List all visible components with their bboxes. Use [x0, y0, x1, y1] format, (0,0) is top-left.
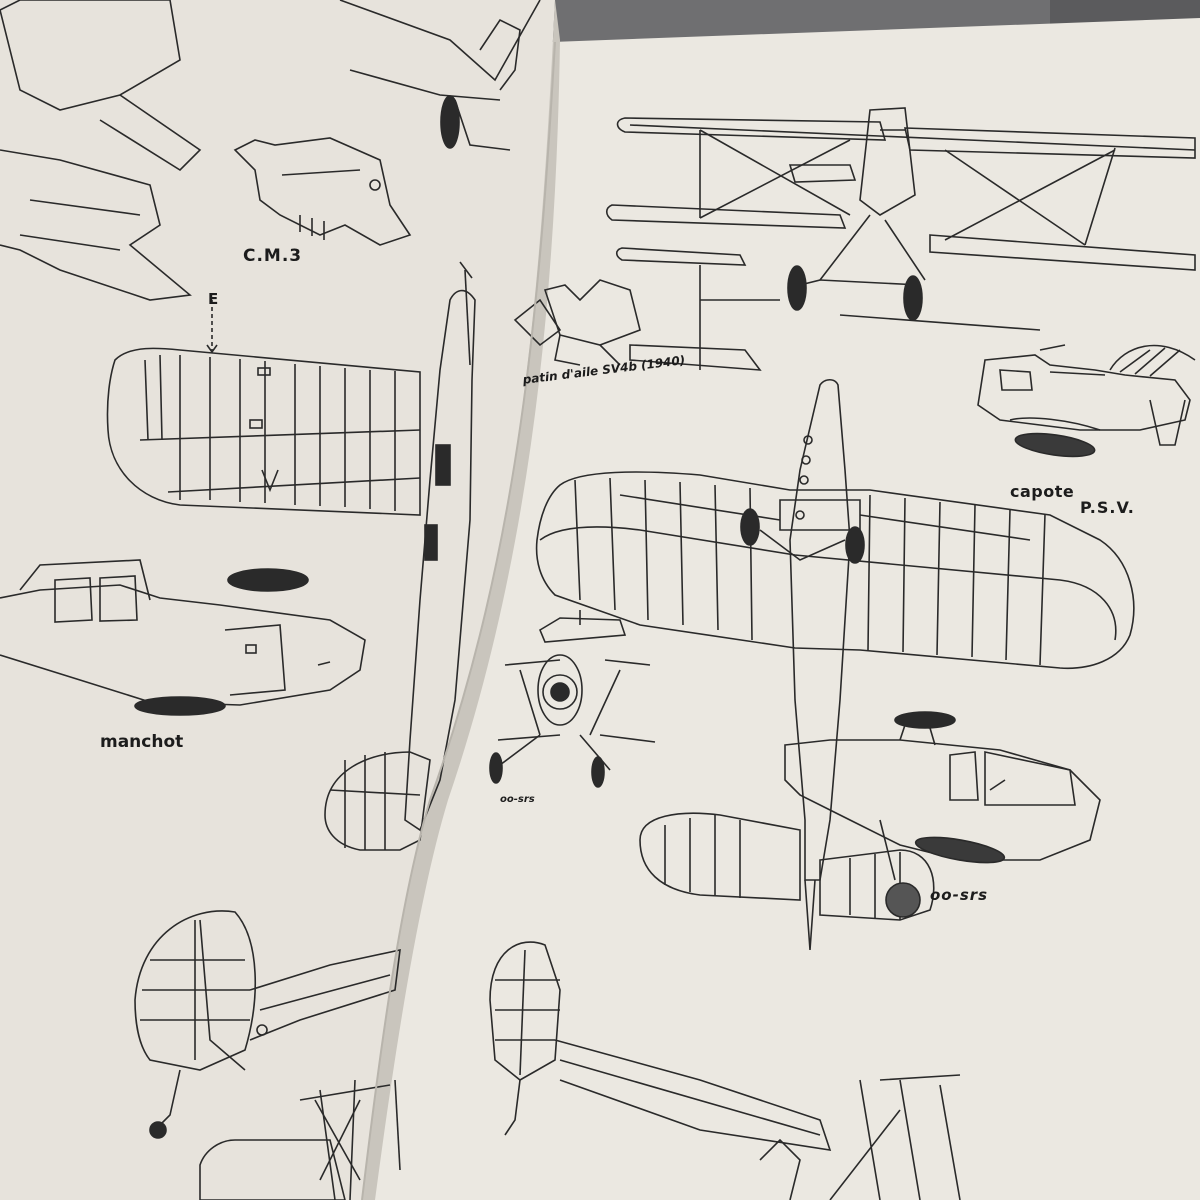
page-gutter [362, 0, 560, 1200]
label-oosrs-big: oo-srs [930, 886, 989, 904]
left-page-drawings [0, 0, 541, 1200]
label-psv: P.S.V. [1080, 498, 1135, 517]
label-cm3: C.M.3 [243, 246, 303, 266]
left-page [0, 0, 555, 1200]
right-page-drawings [489, 107, 1196, 1200]
label-e-marker: E [208, 290, 219, 308]
label-manchot: manchot [100, 732, 184, 752]
page-edge [361, 41, 556, 1200]
label-oosrs-small: oo-srs [500, 794, 535, 805]
right-page [355, 18, 1200, 1200]
label-capote: capote [1010, 482, 1075, 501]
